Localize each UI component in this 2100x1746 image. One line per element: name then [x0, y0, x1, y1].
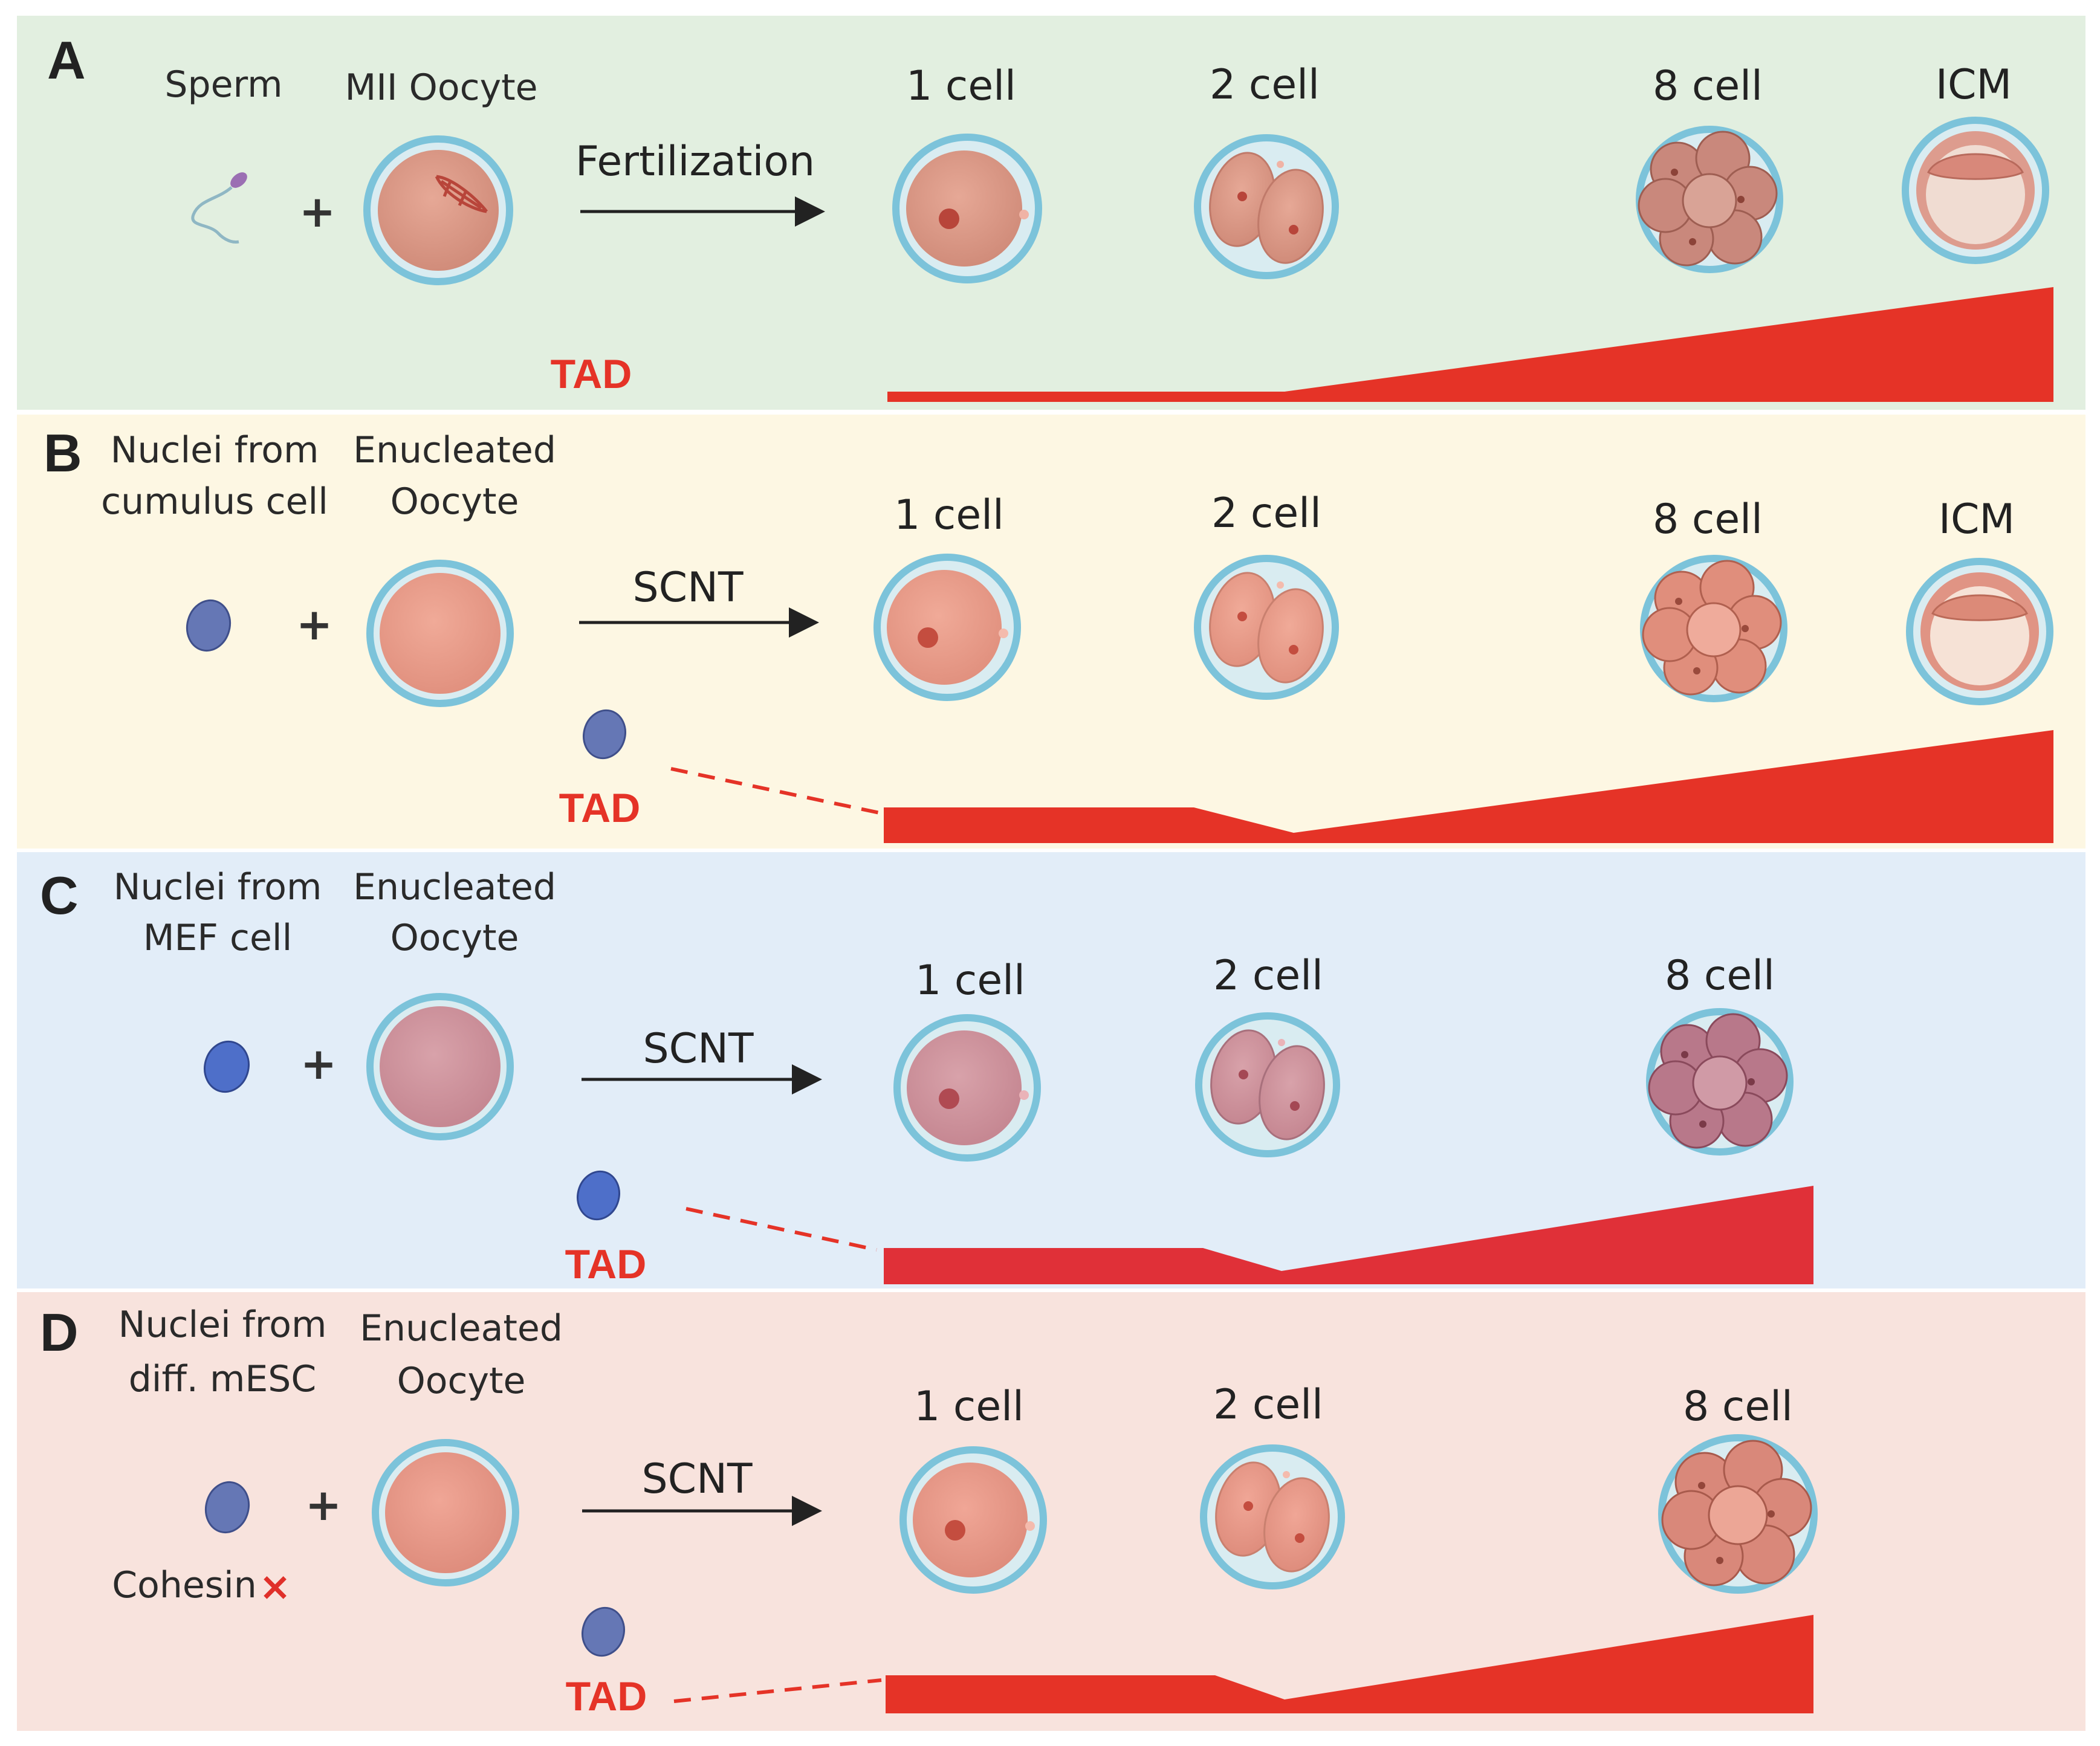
- panel-letter: A: [47, 30, 86, 90]
- process-label: Fertilization: [575, 138, 815, 186]
- stage-label: 2 cell: [1213, 1381, 1323, 1429]
- process-label: SCNT: [643, 1025, 754, 1073]
- panel-letter: D: [40, 1302, 79, 1362]
- stage-label: 2 cell: [1213, 952, 1323, 1000]
- icm-blastocyst-icon: [1902, 117, 2049, 264]
- embryo-8-cell-icon: [1636, 126, 1783, 273]
- icm-blastocyst-icon: [1906, 558, 2053, 705]
- panel-letter: C: [40, 865, 79, 925]
- donor-label: MEF cell: [143, 917, 293, 959]
- plus-sign: +: [305, 1479, 342, 1530]
- stage-label: 8 cell: [1665, 952, 1775, 1000]
- nucleus-icon: [583, 709, 626, 760]
- nucleus-icon: [204, 1040, 250, 1093]
- spindle-icon: [435, 175, 488, 213]
- panel-a: A Sperm MII Oocyte + Fertilization 1 cel…: [47, 30, 2053, 402]
- process-label: SCNT: [632, 564, 744, 612]
- stage-label: 1 cell: [906, 62, 1016, 110]
- sperm-icon: [191, 172, 247, 244]
- embryo-1-cell-icon: [893, 1014, 1041, 1162]
- tad-dashed-line: [673, 1678, 882, 1703]
- nucleus-icon: [204, 1481, 250, 1534]
- tad-wedge: [884, 730, 2053, 843]
- oocyte-label: Enucleated: [360, 1307, 563, 1350]
- donor-label: Nuclei from: [114, 866, 322, 908]
- tad-wedge: [884, 1186, 1813, 1284]
- embryo-8-cell-icon: [1658, 1434, 1818, 1594]
- plus-sign: +: [299, 186, 335, 237]
- panel-letter: B: [44, 423, 82, 483]
- stage-label: 1 cell: [915, 957, 1025, 1004]
- stage-label: ICM: [1939, 496, 2015, 543]
- oocyte-icon: [372, 1439, 519, 1586]
- stage-label: 1 cell: [914, 1383, 1024, 1431]
- donor-label: Nuclei from: [118, 1304, 327, 1346]
- stage-label: 2 cell: [1210, 61, 1320, 109]
- stage-label: 8 cell: [1653, 496, 1763, 543]
- stage-label: 8 cell: [1683, 1383, 1793, 1431]
- stage-label: 1 cell: [894, 491, 1004, 539]
- tad-label: TAD: [566, 1673, 647, 1719]
- tad-dashed-line: [670, 767, 880, 815]
- embryo-1-cell-icon: [873, 554, 1021, 701]
- tad-label: TAD: [565, 1241, 647, 1287]
- donor-label: Sperm: [164, 63, 282, 106]
- oocyte-label: Oocyte: [397, 1360, 526, 1402]
- stage-label: ICM: [1936, 61, 2012, 109]
- oocyte-label: Enucleated: [353, 866, 556, 908]
- stage-label: 8 cell: [1653, 62, 1763, 110]
- embryo-2-cell-icon: [1200, 1444, 1345, 1589]
- donor-label: diff. mESC: [129, 1358, 317, 1400]
- oocyte-label: MII Oocyte: [345, 66, 537, 109]
- oocyte-label: Enucleated: [353, 429, 556, 471]
- panel-c: C Nuclei from MEF cell Enucleated Oocyte…: [40, 865, 1813, 1287]
- nucleus-icon: [577, 1170, 620, 1221]
- panel-b: B Nuclei from cumulus cell Enucleated Oo…: [44, 423, 2053, 843]
- donor-label: Nuclei from: [111, 429, 319, 471]
- oocyte-label: Oocyte: [391, 480, 519, 523]
- oocyte-label: Oocyte: [391, 917, 519, 959]
- embryo-8-cell-icon: [1640, 555, 1787, 702]
- tad-label: TAD: [559, 785, 641, 831]
- embryo-2-cell-icon: [1194, 134, 1339, 279]
- oocyte-icon: [366, 560, 514, 707]
- panel-d: D Nuclei from diff. mESC Enucleated Oocy…: [40, 1302, 1818, 1719]
- nucleus-icon: [582, 1606, 625, 1657]
- cohesin-label: Cohesin: [112, 1564, 257, 1606]
- tad-wedge: [886, 1615, 1813, 1713]
- oocyte-icon: [366, 993, 514, 1140]
- oocyte-icon: [363, 135, 513, 285]
- stage-label: 2 cell: [1211, 490, 1321, 537]
- tad-label: TAD: [551, 351, 632, 397]
- embryo-1-cell-icon: [892, 134, 1042, 283]
- tad-dashed-line: [685, 1207, 877, 1252]
- embryo-1-cell-icon: [899, 1446, 1047, 1594]
- embryo-8-cell-icon: [1646, 1008, 1794, 1156]
- donor-label: cumulus cell: [101, 480, 328, 523]
- plus-sign: +: [300, 1038, 337, 1089]
- process-label: SCNT: [641, 1455, 753, 1503]
- tad-wedge: [887, 287, 2053, 402]
- nucleus-icon: [186, 599, 232, 652]
- plus-sign: +: [296, 599, 332, 650]
- embryo-2-cell-icon: [1194, 555, 1339, 700]
- cohesin-knockout-mark: ×: [259, 1565, 291, 1609]
- embryo-2-cell-icon: [1195, 1012, 1340, 1157]
